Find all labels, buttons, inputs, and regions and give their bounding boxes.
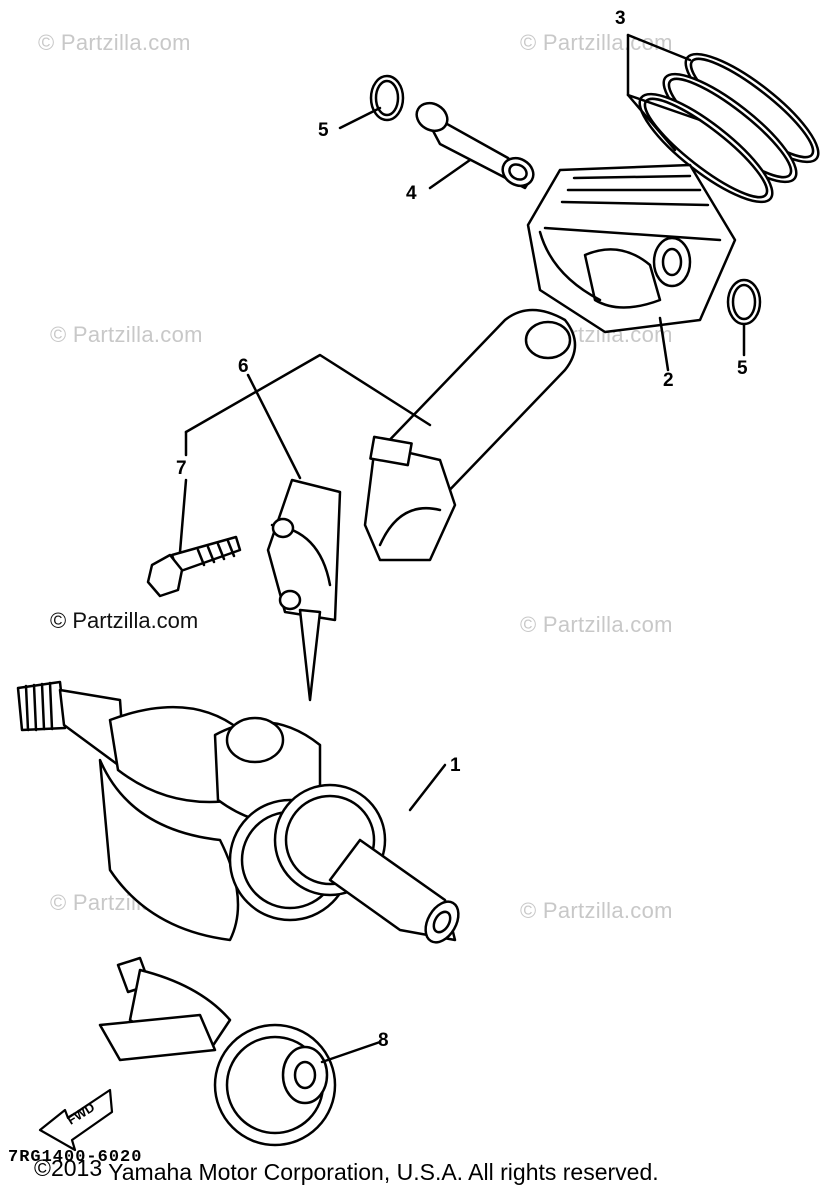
fwd-arrow bbox=[38, 1088, 114, 1152]
circlip-left bbox=[369, 74, 405, 122]
balancer-shaft bbox=[98, 956, 337, 1147]
copyright-text: Yamaha Motor Corporation, U.S.A. All rig… bbox=[108, 1159, 659, 1185]
copyright-year: ©2013 bbox=[34, 1155, 103, 1181]
piston-pin bbox=[415, 101, 535, 190]
callout-7: 7 bbox=[176, 458, 187, 479]
piston-rings bbox=[638, 52, 820, 204]
piston bbox=[526, 163, 737, 334]
watermark-prominent: © Partzilla.com bbox=[50, 608, 199, 633]
copyright-footer: ©2013 Yamaha Motor Corporation, U.S.A. A… bbox=[34, 1155, 659, 1186]
callout-6: 6 bbox=[238, 356, 249, 377]
leader-lines bbox=[178, 33, 746, 1064]
callout-3: 3 bbox=[615, 8, 626, 29]
callout-5-left: 5 bbox=[318, 120, 329, 141]
diagram-code: 7RG1400-6020 bbox=[8, 1148, 143, 1167]
watermark: © Partzilla.com bbox=[38, 30, 191, 55]
watermark: © Partzilla.com bbox=[520, 612, 673, 637]
watermark: © Partzilla.com bbox=[520, 898, 673, 923]
connecting-rod-cap bbox=[266, 478, 342, 702]
watermark: © Partzilla.com bbox=[50, 322, 203, 347]
callout-8: 8 bbox=[378, 1030, 389, 1051]
callout-2: 2 bbox=[663, 370, 674, 391]
callout-5-right: 5 bbox=[737, 358, 748, 379]
callout-4: 4 bbox=[406, 183, 417, 204]
crankshaft bbox=[16, 680, 460, 944]
connecting-rod bbox=[363, 308, 577, 562]
circlip-right bbox=[726, 278, 762, 326]
callout-1: 1 bbox=[450, 755, 461, 776]
rod-bolt bbox=[146, 535, 242, 598]
